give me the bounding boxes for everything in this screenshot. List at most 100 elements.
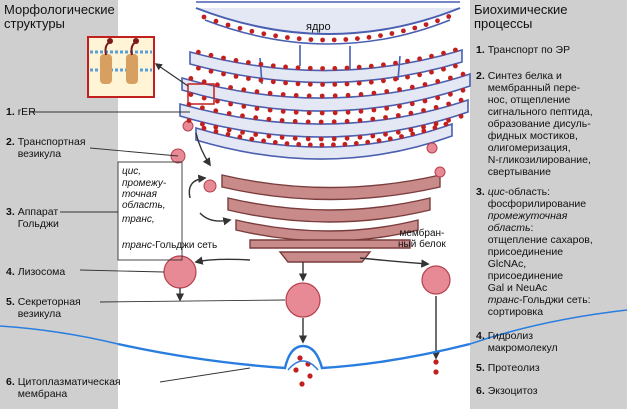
left-item-rer: 1. rER: [6, 106, 36, 118]
ribosome-dot: [266, 133, 272, 139]
ribosome-dot: [376, 138, 382, 144]
golgi-cis-label: цис,: [122, 166, 142, 177]
rough-er: [179, 45, 471, 160]
ribosome-dot: [200, 121, 205, 127]
ribosome-dot: [395, 129, 401, 135]
ribosome-dot: [283, 80, 288, 86]
ribosome-dot: [306, 110, 312, 116]
ribosome-dot: [371, 90, 377, 96]
ribosome-dot: [213, 18, 219, 24]
protein-dot: [433, 369, 439, 375]
ribosome-dot: [408, 127, 414, 133]
ribosome-dot: [267, 90, 273, 96]
ribosome-dot: [332, 66, 338, 71]
ribosome-dot: [370, 133, 376, 139]
ribosome-dot: [433, 121, 439, 127]
ribosome-dot: [422, 82, 428, 87]
ribosome-dot: [196, 49, 201, 55]
ribosome-dot: [401, 28, 406, 34]
left-item-transport-vesicle: 2. Транспортная везикула: [6, 136, 86, 160]
ribosome-dot: [273, 33, 278, 39]
ribosome-dot: [320, 82, 325, 87]
ribosome-dot: [387, 136, 393, 142]
ribosome-dot: [295, 81, 301, 87]
right-panel-title: Биохимические процессы: [474, 2, 568, 31]
ribosome-dot: [213, 129, 219, 134]
ribosome-dot: [395, 113, 401, 118]
ribosome-dot: [284, 141, 290, 147]
ribosome-dot: [421, 108, 426, 113]
ribosome-dot: [188, 92, 194, 97]
ribosome-dot: [384, 105, 390, 111]
ribosome-dot: [215, 82, 220, 88]
ribosome-dot: [357, 118, 363, 123]
ribosome-dot: [258, 61, 264, 67]
golgi-label-box: [117, 161, 183, 261]
ribosome-dot: [448, 91, 453, 97]
ribosome-dot: [353, 141, 359, 146]
ribosome-dot: [409, 84, 415, 90]
ribosome-dot: [331, 119, 337, 125]
ribosome-dot: [318, 136, 324, 142]
ribosome-dot: [318, 119, 324, 125]
ribosome-dot: [266, 116, 272, 122]
ribosome-dot: [421, 124, 426, 130]
ribosome-dot: [201, 95, 207, 101]
ribosome-dot: [279, 118, 285, 123]
ribosome-dot: [384, 89, 390, 94]
ribosome-dot: [458, 97, 464, 103]
ribosome-dot: [393, 76, 398, 82]
ribosome-dot: [305, 119, 311, 125]
plasma-membrane: [117, 342, 471, 370]
ribosome-dot: [213, 124, 219, 130]
golgi-apparatus: [221, 174, 441, 263]
ribosome-dot: [389, 31, 395, 36]
ribosome-dot: [371, 107, 377, 113]
ribosome-dot: [331, 142, 336, 148]
ribosome-dot: [345, 109, 351, 115]
ribosome-dot: [240, 130, 245, 135]
ribosome-dot: [342, 141, 348, 147]
ribosome-dot: [368, 63, 374, 69]
ribosome-dot: [331, 136, 337, 142]
ribosome-dot: [355, 36, 360, 41]
ribosome-dot: [408, 110, 414, 116]
exocytosis-pore: [287, 360, 319, 371]
secretory-vesicle: [285, 282, 321, 318]
ribosome-dot: [433, 105, 439, 110]
membrane-protein-label: мембран- ный белок: [398, 228, 446, 250]
ribosome-dot: [405, 58, 410, 64]
ribosome-dot: [196, 65, 201, 71]
ribosome-dot: [233, 74, 239, 79]
ribosome-dot: [241, 87, 247, 93]
ribosome-dot: [221, 71, 226, 77]
ribosome-dot: [226, 127, 232, 133]
ribosome-dot: [272, 140, 278, 145]
ribosome-dot: [221, 55, 226, 61]
nuclear-envelope-inner: [204, 19, 451, 45]
ribosome-dot: [319, 93, 325, 99]
ribosome-dot: [261, 31, 267, 37]
ribosome-dot: [237, 134, 243, 140]
ribosome-dot: [200, 105, 205, 111]
ribosome-dot: [296, 36, 302, 42]
ribosome-dot: [186, 118, 192, 123]
ribosome-dot: [332, 110, 338, 116]
ribosome-dot: [253, 115, 259, 121]
ribosome-dot: [332, 82, 338, 87]
membrane-protein-vesicle: [421, 265, 451, 295]
ribosome-dot: [254, 106, 260, 111]
ribosome-dot: [293, 93, 299, 98]
ribosome-dot: [344, 135, 350, 141]
ribosome-dot: [307, 81, 313, 87]
ribosome-dot: [319, 142, 325, 148]
ribosome-dot: [357, 134, 363, 140]
left-item-plasma-membrane: 6. Цитоплазматическая мембрана: [6, 376, 121, 400]
ribosome-dot: [186, 102, 192, 107]
ribosome-dot: [267, 107, 273, 113]
ribosome-dot: [270, 79, 276, 85]
ribosome-dot: [253, 132, 259, 137]
ribosome-dot: [296, 142, 302, 147]
ribosome-dot: [331, 37, 337, 43]
